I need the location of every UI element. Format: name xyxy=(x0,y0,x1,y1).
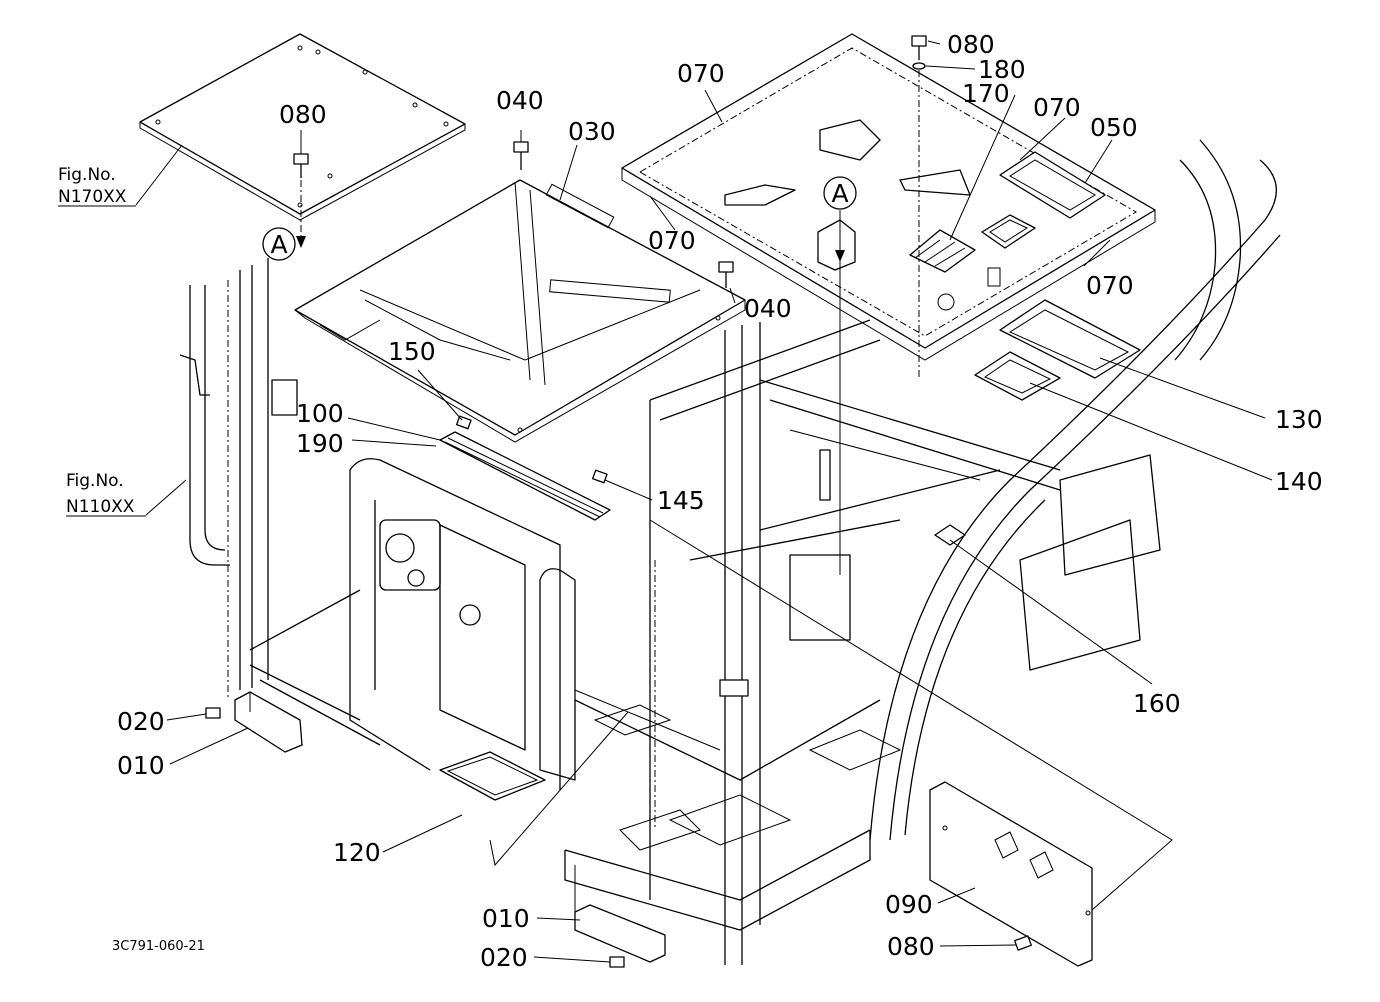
bolt-020-icon xyxy=(609,956,625,968)
callout-180: 180 xyxy=(978,55,1026,84)
callout-010-left: 010 xyxy=(117,751,165,780)
callout-080-top-right: 080 xyxy=(947,30,995,59)
callout-080-bottom: 080 xyxy=(887,932,935,961)
callout-190: 190 xyxy=(296,429,344,458)
callout-100: 100 xyxy=(296,399,344,428)
bolt-040-icon xyxy=(513,141,529,170)
drawing-code: 3C791-060-21 xyxy=(112,939,205,954)
bolt-080-icon xyxy=(1014,935,1032,951)
seal-130 xyxy=(999,299,1141,379)
callout-040-mid: 040 xyxy=(744,294,792,323)
seal-140 xyxy=(974,351,1061,401)
view-marker-a-right-label: A xyxy=(831,179,848,208)
inner-rails xyxy=(649,319,1061,641)
callout-120: 120 xyxy=(333,838,381,867)
bolt-080-icon xyxy=(911,35,927,70)
bolt-150-icon xyxy=(456,415,472,430)
view-marker-a-left xyxy=(262,227,296,261)
callout-010-bottom: 010 xyxy=(482,904,530,933)
fig-ref-1-num: N170XX xyxy=(58,187,127,207)
cab-frame-left xyxy=(179,258,298,700)
cover-120 xyxy=(439,751,546,801)
callout-030: 030 xyxy=(568,117,616,146)
view-marker-a-left-label: A xyxy=(270,230,287,259)
arrow-down-icon xyxy=(835,250,845,262)
callout-070-d: 070 xyxy=(1086,271,1134,300)
callout-080-top-left: 080 xyxy=(279,100,327,129)
callout-070-b: 070 xyxy=(1033,93,1081,122)
filler-050 xyxy=(999,151,1106,219)
callout-145: 145 xyxy=(657,486,705,515)
callout-150: 150 xyxy=(388,337,436,366)
assembly-line xyxy=(574,689,721,751)
floor-panel-030 xyxy=(294,179,746,443)
callout-070-a: 070 xyxy=(677,59,725,88)
assembly-line xyxy=(649,519,1173,911)
fig-ref-1-fig: Fig.No. xyxy=(58,165,116,185)
callout-140: 140 xyxy=(1275,467,1323,496)
callout-130: 130 xyxy=(1275,405,1323,434)
callout-040-top: 040 xyxy=(496,86,544,115)
step-010-left xyxy=(234,691,303,753)
cab-body xyxy=(249,139,1281,965)
leader-line xyxy=(489,711,629,867)
callout-050: 050 xyxy=(1090,113,1138,142)
bolt-145-icon xyxy=(592,469,608,484)
step-010-bottom xyxy=(574,904,666,963)
callout-020-bottom: 020 xyxy=(480,943,528,972)
bolt-020-icon xyxy=(205,707,221,719)
arrow-down-icon xyxy=(296,236,306,248)
callout-090: 090 xyxy=(885,890,933,919)
callout-170: 170 xyxy=(962,79,1010,108)
fig-ref-2-fig: Fig.No. xyxy=(66,471,124,491)
callout-160: 160 xyxy=(1133,689,1181,718)
floor-plate-n170xx xyxy=(139,33,466,221)
panel-090 xyxy=(929,781,1093,967)
callout-020-left: 020 xyxy=(117,707,165,736)
bolt-040-icon xyxy=(718,261,734,288)
view-marker-a-right xyxy=(823,176,857,210)
callout-070-c: 070 xyxy=(648,226,696,255)
roof-panel-070 xyxy=(621,33,1156,361)
rail-100 xyxy=(439,431,611,521)
leader-lines xyxy=(135,40,1273,963)
fig-ref-2-num: N110XX xyxy=(66,497,135,517)
